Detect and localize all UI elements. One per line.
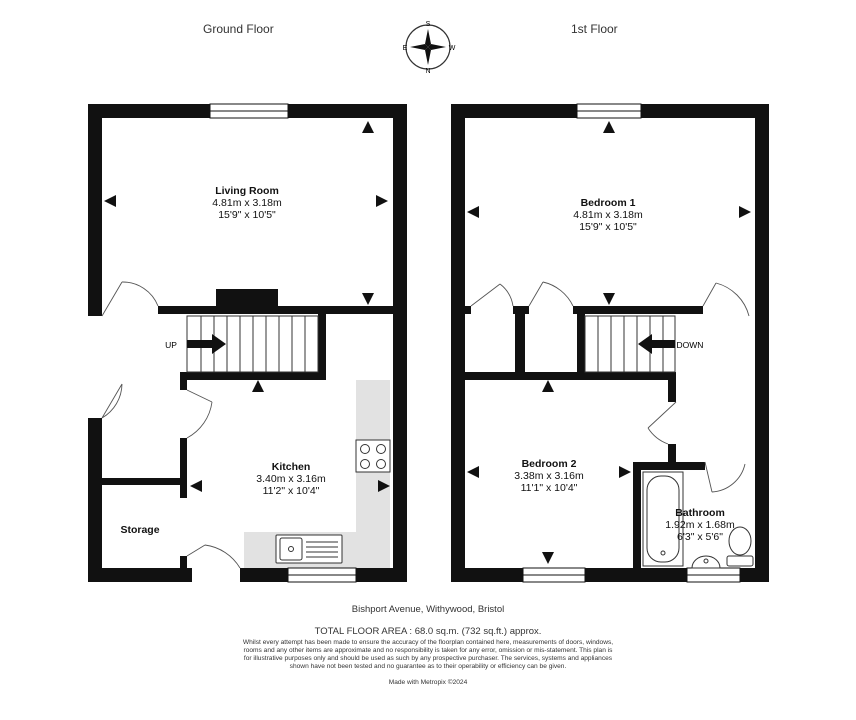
- stairs-up-arrow: [187, 334, 226, 354]
- wall: [755, 104, 769, 582]
- wall: [318, 314, 326, 378]
- wall: [668, 372, 676, 402]
- bedroom-1-metric: 4.81m x 3.18m: [573, 209, 643, 221]
- toilet: [726, 526, 754, 567]
- doors-first: [470, 281, 750, 493]
- floorplan-diagram: S N E W: [88, 21, 769, 583]
- compass: S N E W: [403, 21, 456, 75]
- door-bed1: [702, 282, 750, 317]
- wall: [668, 444, 676, 466]
- wall: [577, 306, 585, 378]
- wall: [180, 556, 187, 582]
- wall: [641, 104, 769, 118]
- room-labels: Living Room 4.81m x 3.18m 15'9" x 10'5" …: [120, 185, 735, 543]
- compass-label-w: W: [449, 45, 456, 52]
- ground-floor-title: Ground Floor: [203, 22, 274, 36]
- bathtub: [642, 471, 684, 567]
- wall: [356, 568, 407, 582]
- compass-arrow-north: [425, 29, 431, 47]
- total-floor-area: TOTAL FLOOR AREA : 68.0 sq.m. (732 sq.ft…: [314, 626, 542, 637]
- bedroom-2-metric: 3.38m x 3.16m: [514, 470, 584, 482]
- door-bed2: [647, 401, 677, 445]
- door-cupboard-2: [528, 281, 574, 307]
- wall: [88, 568, 192, 582]
- compass-ring: [405, 24, 451, 70]
- first-floor-plan: DOWN: [451, 103, 769, 583]
- kitchen-hob: [355, 439, 391, 473]
- compass-label-e: E: [403, 45, 408, 52]
- bedroom-1-name: Bedroom 1: [581, 197, 636, 209]
- fireplace: [216, 289, 278, 307]
- compass-label-n: N: [425, 68, 430, 75]
- bedroom-2-imperial: 11'1" x 10'4": [521, 482, 578, 494]
- wall: [740, 568, 769, 582]
- wall: [393, 104, 407, 582]
- doors-ground: [101, 281, 241, 569]
- door-living: [101, 281, 159, 317]
- ground-floor-plan: UP: [88, 103, 407, 583]
- wall: [585, 372, 675, 380]
- door-back: [186, 544, 241, 569]
- compass-label-s: S: [426, 21, 431, 28]
- wall: [102, 478, 187, 485]
- door-bath: [704, 461, 746, 493]
- wall: [633, 462, 641, 582]
- stairs-down-arrow: [638, 334, 675, 354]
- wall: [288, 104, 407, 118]
- wall: [451, 104, 465, 582]
- wall: [180, 372, 326, 380]
- compass-arrow-west: [410, 44, 428, 50]
- bedroom-1-imperial: 15'9" x 10'5": [579, 221, 637, 233]
- made-with-credit: Made with Metropix ©2024: [388, 679, 468, 686]
- dimension-arrows-first: [467, 121, 751, 564]
- kitchen-metric: 3.40m x 3.16m: [256, 473, 326, 485]
- bathroom-basin: [691, 555, 721, 569]
- wall: [180, 438, 187, 498]
- door-kitchen: [186, 389, 213, 439]
- wall: [240, 568, 288, 582]
- first-floor-title: 1st Floor: [571, 22, 618, 36]
- wall: [180, 372, 187, 390]
- bathroom-name: Bathroom: [675, 507, 725, 519]
- wall: [465, 306, 471, 314]
- stairs-down-label: DOWN: [677, 340, 704, 350]
- stairs-up-label: UP: [165, 340, 177, 350]
- living-room-metric: 4.81m x 3.18m: [212, 197, 282, 209]
- wall: [573, 306, 703, 314]
- wall: [88, 418, 102, 582]
- compass-arrow-south: [425, 47, 431, 65]
- kitchen-name: Kitchen: [272, 461, 311, 473]
- disclaimer: Whilst every attempt has been made to en…: [242, 639, 614, 670]
- kitchen-sink: [275, 534, 343, 564]
- bathroom-imperial: 6'3" x 5'6": [677, 531, 723, 543]
- living-room-name: Living Room: [215, 185, 279, 197]
- compass-arrow-east: [428, 44, 446, 50]
- wall: [465, 372, 585, 380]
- bathroom-metric: 1.92m x 1.68m: [665, 519, 735, 531]
- wall: [633, 462, 705, 470]
- door-cupboard-1: [470, 283, 514, 307]
- kitchen-imperial: 11'2" x 10'4": [263, 485, 320, 497]
- bedroom-2-name: Bedroom 2: [522, 458, 577, 470]
- wall: [451, 568, 523, 582]
- dimension-arrows-ground: [104, 121, 390, 492]
- wall: [88, 104, 210, 118]
- wall: [158, 306, 393, 314]
- storage-name: Storage: [120, 524, 159, 536]
- wall: [88, 104, 102, 316]
- address: Bishport Avenue, Withywood, Bristol: [351, 604, 505, 615]
- wall: [515, 306, 525, 372]
- living-room-imperial: 15'9" x 10'5": [218, 209, 276, 221]
- wall: [451, 104, 577, 118]
